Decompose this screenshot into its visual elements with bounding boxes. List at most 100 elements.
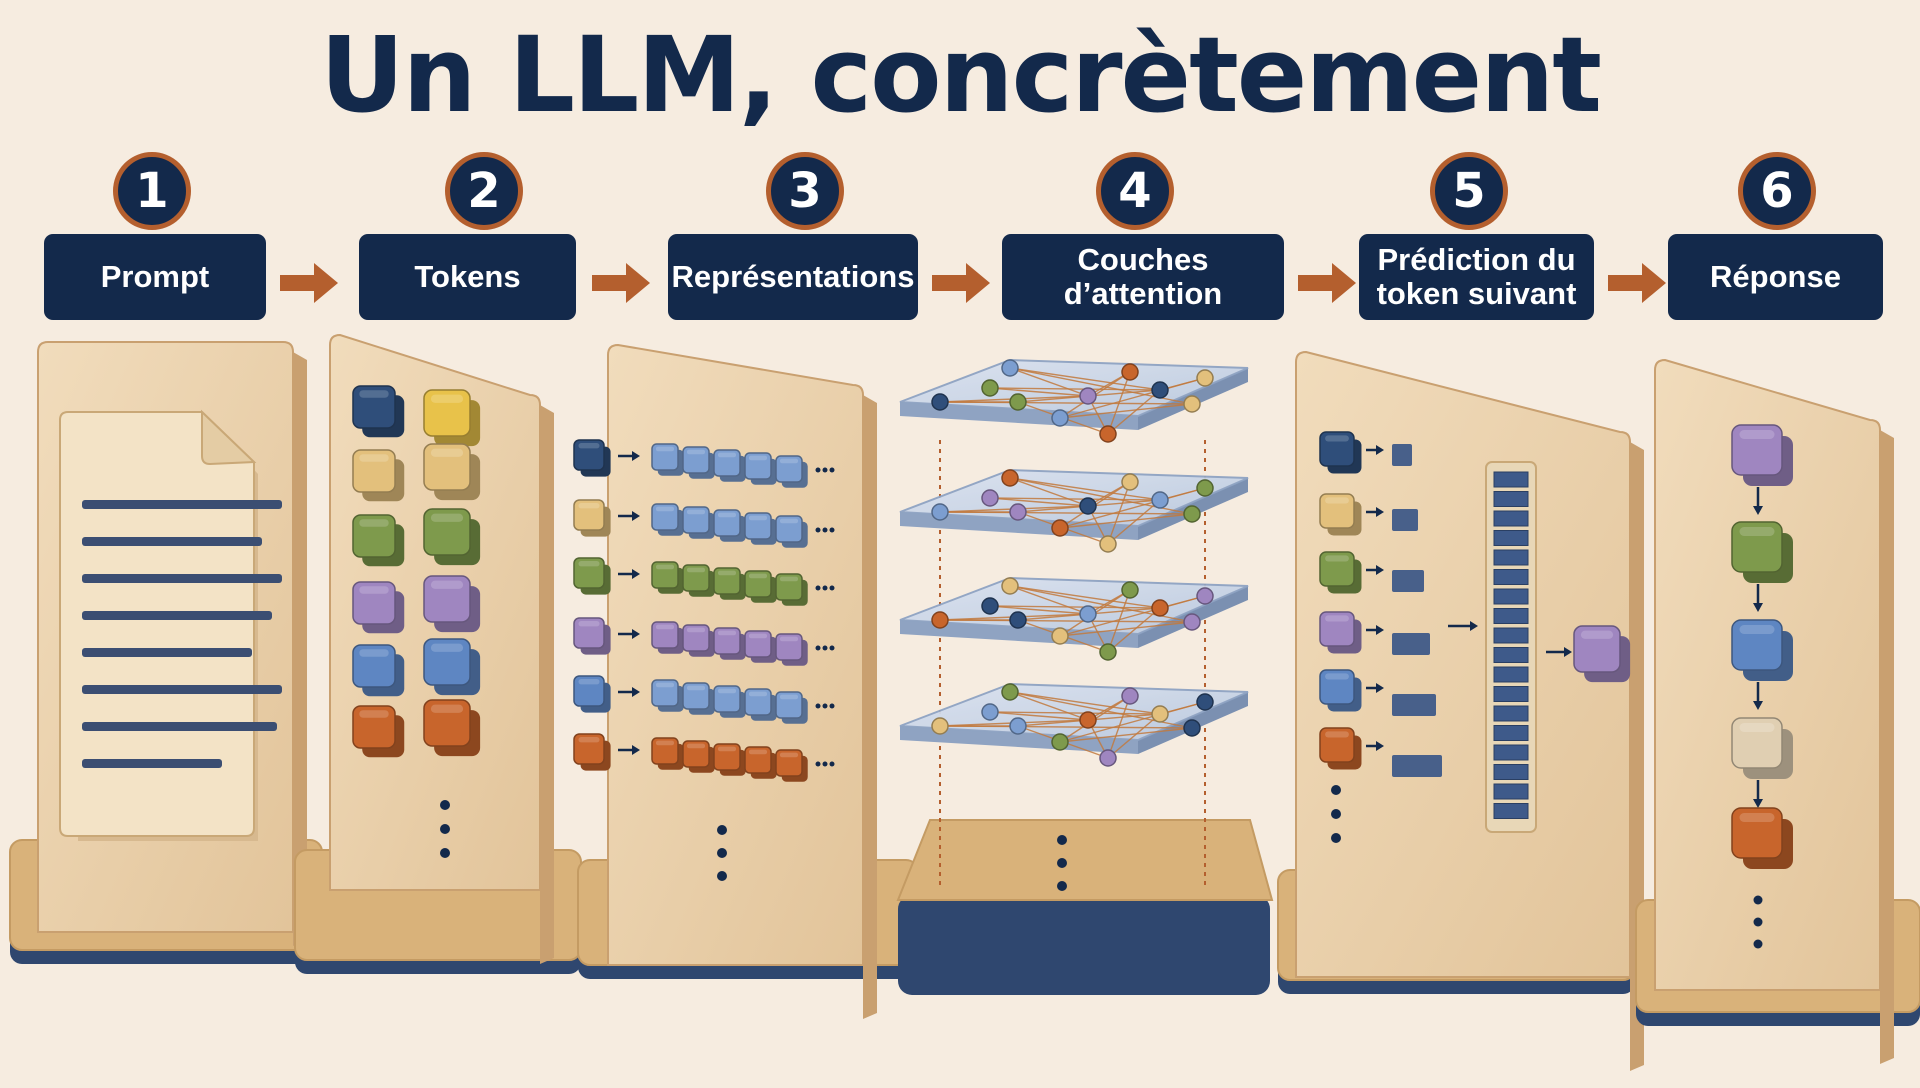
attention-link: [1107, 695, 1131, 759]
stand-base-edge: [898, 895, 1270, 995]
attention-node: [1196, 369, 1214, 387]
vector-cell: [682, 624, 715, 657]
attention-link: [1059, 621, 1193, 637]
attention-node: [1183, 505, 1201, 523]
attention-node: [1009, 503, 1027, 521]
panel-attention-layers: [896, 358, 1274, 995]
page-title: Un LLM, concrètement: [320, 14, 1602, 136]
attention-node: [1121, 687, 1139, 705]
vocabulary-distribution: [1485, 461, 1537, 833]
vector-cell: [682, 682, 715, 715]
vertical-ellipsis-icon: [440, 800, 450, 858]
attention-node: [1099, 535, 1117, 553]
vector-cell: [775, 691, 808, 724]
vector-cell: [713, 685, 746, 718]
attention-node: [1001, 683, 1019, 701]
right-arrow-icon: [592, 263, 650, 303]
attention-node: [931, 611, 949, 629]
attention-link: [1009, 367, 1089, 397]
vector-cell: [651, 443, 684, 476]
attention-link: [1009, 367, 1161, 391]
response-token-block: [1731, 521, 1793, 583]
attention-node: [1151, 381, 1169, 399]
attention-node: [1001, 359, 1019, 377]
attention-node: [1151, 599, 1169, 617]
attention-link: [1059, 595, 1206, 637]
attention-link: [1059, 487, 1206, 529]
attention-node: [1099, 425, 1117, 443]
token-block: [352, 644, 405, 697]
attention-link: [989, 711, 1089, 721]
step-label-representations: Représentations: [668, 234, 918, 320]
attention-node: [1079, 711, 1097, 729]
attention-node: [1009, 393, 1027, 411]
right-arrow-icon: [1608, 263, 1666, 303]
panel-edge: [1880, 430, 1894, 1064]
attention-layer: [899, 468, 1249, 553]
attention-node: [1001, 577, 1019, 595]
small-arrow-icon: [618, 745, 640, 755]
probability-bar: [1392, 444, 1412, 466]
attention-link: [1059, 701, 1206, 743]
token-block: [1319, 551, 1362, 594]
down-arrow-icon: [1753, 682, 1763, 710]
probability-bar: [1392, 755, 1442, 777]
token-block: [573, 499, 611, 537]
small-arrow-icon: [1366, 507, 1384, 517]
document-icon: [59, 409, 282, 841]
vertical-ellipsis-icon: [1331, 785, 1341, 843]
attention-link: [939, 619, 1193, 623]
vector-cell: [713, 743, 746, 776]
attention-node: [1183, 395, 1201, 413]
vector-cell: [651, 679, 684, 712]
attention-node: [1151, 491, 1169, 509]
attention-link: [1107, 371, 1131, 435]
attention-node: [1183, 719, 1201, 737]
attention-node: [1196, 587, 1214, 605]
token-block: [423, 699, 481, 757]
vector-cell: [744, 570, 777, 603]
panel-representations: [573, 343, 919, 1019]
panel-edge: [863, 395, 877, 1019]
step-label-next-token: Prédiction du token suivant: [1359, 234, 1594, 320]
vector-cell: [713, 449, 746, 482]
attention-link: [939, 725, 1193, 729]
small-arrow-icon: [618, 629, 640, 639]
attention-node: [1051, 733, 1069, 751]
panel-edge: [293, 352, 307, 946]
token-block: [423, 443, 481, 501]
attention-link: [989, 605, 1089, 615]
attention-link: [989, 605, 1161, 609]
right-arrow-icon: [280, 263, 338, 303]
horizontal-ellipsis-icon: [815, 467, 835, 473]
down-arrow-icon: [1753, 584, 1763, 612]
attention-link: [1059, 377, 1206, 419]
right-arrow-icon: [1298, 263, 1356, 303]
attention-link: [939, 401, 1193, 405]
vector-cell: [713, 567, 746, 600]
vertical-ellipsis-icon: [1057, 835, 1067, 891]
attention-node: [931, 503, 949, 521]
vector-cell: [775, 455, 808, 488]
token-block: [573, 439, 611, 477]
token-block: [352, 705, 405, 758]
vector-cell: [682, 564, 715, 597]
attention-node: [1079, 497, 1097, 515]
token-block: [423, 638, 481, 696]
small-arrow-icon: [1366, 683, 1384, 693]
token-block: [1319, 493, 1362, 536]
attention-node: [1051, 409, 1069, 427]
attention-link: [989, 497, 1161, 501]
step-number-1: 1: [113, 152, 191, 230]
horizontal-ellipsis-icon: [815, 703, 835, 709]
down-arrow-icon: [1753, 487, 1763, 515]
small-arrow-icon: [1366, 625, 1384, 635]
token-block: [1319, 611, 1362, 654]
attention-link: [939, 511, 1193, 515]
step-label-tokens: Tokens: [359, 234, 576, 320]
attention-link: [989, 711, 1161, 715]
small-arrow-icon: [1366, 741, 1384, 751]
small-arrow-icon: [1366, 565, 1384, 575]
panel-board: [1295, 350, 1631, 978]
small-arrow-icon: [618, 511, 640, 521]
